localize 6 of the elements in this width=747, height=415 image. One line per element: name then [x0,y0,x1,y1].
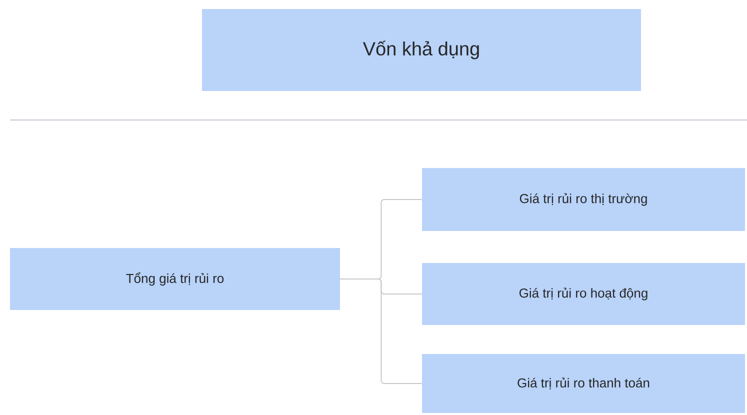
title-box: Vốn khả dụng [202,9,641,91]
category-box: Giá trị rủi ro thanh toán [422,354,745,413]
category-box: Giá trị rủi ro hoạt động [422,263,745,325]
root-box: Tổng giá trị rủi ro [10,248,340,310]
connector [340,278,422,384]
category-box: Giá trị rủi ro thị trường [422,168,745,231]
